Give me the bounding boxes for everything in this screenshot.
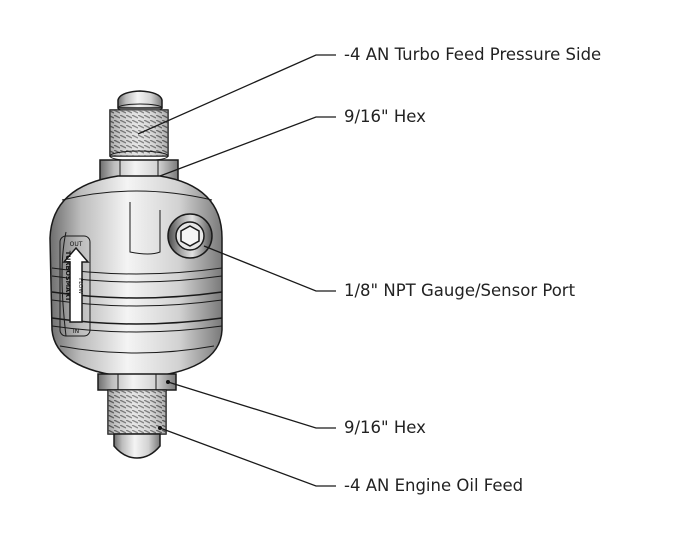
callout-top-hex: 9/16" Hex: [344, 107, 426, 126]
callout-turbo-feed: -4 AN Turbo Feed Pressure Side: [344, 45, 602, 64]
bottom-an-fitting: [107, 389, 167, 459]
callout-bottom-hex: 9/16" Hex: [344, 418, 426, 437]
callout-gauge-port: 1/8" NPT Gauge/Sensor Port: [344, 281, 576, 300]
leader-top-hex: [159, 116, 336, 177]
label-out: OUT: [70, 241, 83, 248]
leader-turbo-feed: [137, 54, 336, 135]
bottom-hex-nut: [97, 373, 177, 391]
flow-arrow-icon: [62, 246, 90, 323]
leader-gauge-port: [203, 245, 336, 292]
label-brand: TURBOSMART: [64, 251, 72, 302]
leader-engine-feed: [159, 427, 336, 487]
leader-bottom-hex: [167, 381, 336, 429]
top-an-fitting: [109, 90, 169, 162]
callout-engine-feed: -4 AN Engine Oil Feed: [344, 476, 524, 495]
filter-body: [49, 175, 223, 379]
flow-direction-label: OUT IN TURBOSMART FLOW: [59, 235, 91, 337]
label-flow: FLOW: [77, 278, 83, 294]
label-in: IN: [73, 328, 79, 335]
